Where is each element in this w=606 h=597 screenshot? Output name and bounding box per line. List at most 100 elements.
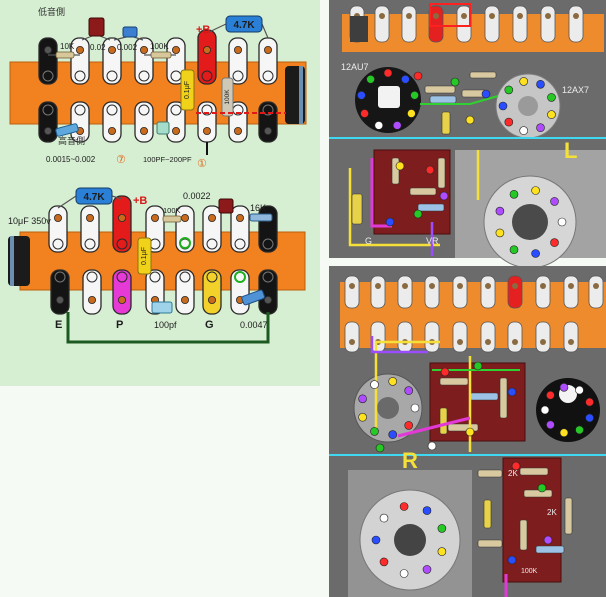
- pin-marker: [392, 121, 402, 130]
- lug-hole: [540, 283, 546, 289]
- lug-rivet: [106, 104, 118, 116]
- green-wire: [420, 95, 499, 105]
- pin-marker: [427, 441, 437, 451]
- lug-rivet: [149, 271, 161, 283]
- lug-body: [258, 37, 278, 85]
- lug-body: [535, 275, 551, 309]
- socket-center: [377, 397, 399, 419]
- pin-marker: [358, 412, 367, 422]
- lug-hole: [263, 46, 272, 55]
- photo-bracket: [350, 16, 368, 42]
- lug-hole: [485, 283, 491, 289]
- lug-hole: [233, 127, 242, 136]
- lug-hole: [44, 46, 53, 55]
- lug-hole: [233, 46, 242, 55]
- pin-marker: [379, 557, 389, 567]
- lug-body: [202, 205, 222, 253]
- lug-hole: [485, 339, 491, 345]
- lug-hole: [150, 213, 159, 222]
- ground-label: G: [365, 236, 372, 246]
- photo-component: [564, 497, 573, 535]
- capacitor-0-0047-label: 0.0047: [240, 320, 268, 330]
- lug-rivet: [42, 70, 54, 82]
- wiring-diagram-panel: 10K 0.02 0.002 100K 4.7K +B 0.1μF: [0, 0, 320, 386]
- lug-rivet: [170, 104, 182, 116]
- pin-marker: [404, 386, 414, 395]
- lug-hole: [545, 13, 551, 19]
- lug-body: [258, 101, 278, 143]
- lug-hole: [349, 339, 355, 345]
- photo-component: [519, 519, 528, 551]
- capacitor-0-02-label: 0.02: [90, 43, 106, 52]
- lug-body: [70, 101, 90, 143]
- lug-hole: [108, 46, 117, 55]
- terminal-lug: [102, 37, 122, 85]
- photo-component: [437, 157, 446, 189]
- electrolytic-stripe: [10, 236, 14, 286]
- lug-body: [424, 275, 440, 309]
- terminal-lug: [102, 101, 122, 143]
- lug-body: [568, 5, 584, 43]
- tube-right-label: 12AX7: [562, 85, 589, 95]
- lug-rivet: [74, 70, 86, 82]
- photo-components: [351, 71, 497, 225]
- pin-marker: [388, 430, 398, 439]
- terminal-lug: [112, 195, 132, 253]
- pin-marker: [546, 390, 555, 400]
- pin-marker: [374, 121, 384, 130]
- terminal-lug: [197, 29, 217, 85]
- lug-hole: [517, 13, 523, 19]
- photo-component: [499, 377, 508, 419]
- lug-body: [507, 275, 523, 309]
- lug-hole: [54, 213, 63, 222]
- pin-marker: [465, 427, 475, 437]
- lug-body: [102, 37, 122, 85]
- photo-lug: [507, 275, 523, 309]
- lug-body: [370, 275, 386, 309]
- lug-body: [344, 275, 360, 309]
- lug-hole: [118, 295, 127, 304]
- pin-marker: [366, 75, 375, 84]
- photo-lug: [588, 275, 604, 309]
- pin-marker: [546, 420, 555, 430]
- capacitor-0-002-label: 0.002: [117, 43, 138, 52]
- purple-wire: [370, 336, 428, 354]
- resistor-lead: [206, 23, 227, 34]
- resistor-2k-label: 2K: [508, 469, 518, 478]
- pin-marker: [498, 101, 508, 111]
- magenta-wire: [370, 158, 392, 228]
- pin-marker: [379, 513, 389, 523]
- pin-marker: [360, 109, 369, 118]
- lug-rivet: [42, 104, 54, 116]
- lug-hole: [202, 127, 211, 136]
- photo-highlight-box: [429, 3, 471, 27]
- terminal-g-label: G: [205, 319, 214, 331]
- photo-component: [477, 469, 503, 478]
- pin-marker: [357, 91, 366, 100]
- terminal-lug: [202, 269, 222, 315]
- lug-hole: [171, 46, 180, 55]
- photo-lug: [424, 275, 440, 309]
- terminal-lug: [80, 205, 100, 253]
- terminal-lug: [258, 37, 278, 85]
- green-marker: [234, 271, 246, 283]
- lug-hole: [139, 46, 148, 55]
- lug-body: [80, 205, 100, 253]
- lug-hole: [457, 283, 463, 289]
- resistor-4k7: [225, 15, 263, 33]
- magenta-wire: [397, 416, 471, 438]
- lug-rivet: [86, 271, 98, 283]
- capacitor-0-0022-label: 0.0022: [183, 191, 211, 201]
- photo-component: [469, 71, 497, 79]
- lug-hole: [402, 283, 408, 289]
- pin-marker: [495, 228, 505, 238]
- lug-body: [134, 101, 154, 143]
- lug-hole: [461, 13, 467, 19]
- lug-body: [48, 205, 68, 253]
- pin-marker: [536, 123, 545, 132]
- terminal-lug: [82, 269, 102, 315]
- pin-marker: [540, 405, 550, 415]
- supply-plus-b-label: +B: [133, 195, 147, 207]
- pin-1-marker: ①: [197, 158, 207, 170]
- photo-lugs: [344, 275, 604, 353]
